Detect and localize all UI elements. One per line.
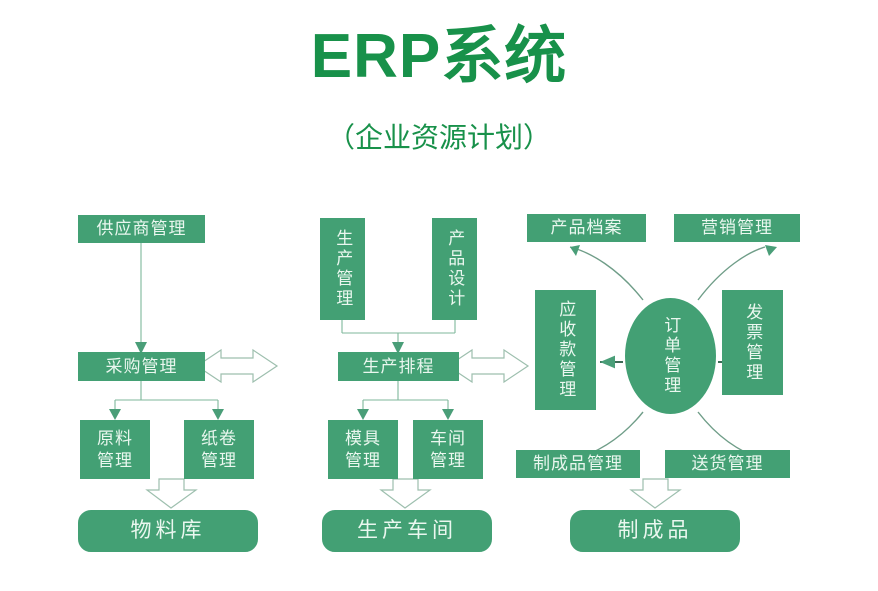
node-mold-mgmt[interactable]: 模具管理 <box>328 420 398 479</box>
node-product-design[interactable]: 产品设计 <box>432 218 477 320</box>
node-label: 供应商管理 <box>96 219 187 239</box>
node-production-schedule[interactable]: 生产排程 <box>338 352 459 381</box>
node-label: 应收款管理 <box>556 300 576 400</box>
page-title: ERP系统 <box>310 22 568 91</box>
node-label: 生产排程 <box>362 356 435 376</box>
node-receivable-mgmt[interactable]: 应收款管理 <box>535 290 596 410</box>
node-label: 纸卷管理 <box>201 429 237 470</box>
node-paper-roll-mgmt[interactable]: 纸卷管理 <box>184 420 254 479</box>
node-product-archive[interactable]: 产品档案 <box>527 214 646 242</box>
node-label: 产品档案 <box>550 218 623 238</box>
node-delivery-mgmt[interactable]: 送货管理 <box>665 450 790 478</box>
node-finished-goods-mgmt[interactable]: 制成品管理 <box>516 450 640 478</box>
node-production-mgmt[interactable]: 生产管理 <box>320 218 365 320</box>
node-label: 送货管理 <box>691 454 764 474</box>
node-purchase-mgmt[interactable]: 采购管理 <box>78 352 205 381</box>
node-workshop-mgmt[interactable]: 车间管理 <box>413 420 483 479</box>
node-marketing-mgmt[interactable]: 营销管理 <box>674 214 800 242</box>
node-label: 车间管理 <box>430 429 466 470</box>
node-order-mgmt[interactable]: 订单管理 <box>625 298 716 414</box>
node-label: 物料库 <box>130 518 206 542</box>
node-label: 制成品 <box>617 518 693 542</box>
node-finished-products[interactable]: 制成品 <box>570 510 740 552</box>
node-label: 发票管理 <box>743 302 763 383</box>
node-raw-material-mgmt[interactable]: 原料管理 <box>80 420 150 479</box>
node-label: 产品设计 <box>445 229 465 309</box>
node-label: 原料管理 <box>97 429 133 470</box>
node-label: 制成品管理 <box>533 454 623 474</box>
node-production-workshop[interactable]: 生产车间 <box>322 510 492 552</box>
node-label: 生产车间 <box>357 518 457 542</box>
node-label: 营销管理 <box>701 218 773 238</box>
node-label: 生产管理 <box>333 229 353 309</box>
node-invoice-mgmt[interactable]: 发票管理 <box>722 290 783 395</box>
node-label: 采购管理 <box>105 356 178 376</box>
node-label: 订单管理 <box>661 316 681 396</box>
node-material-warehouse[interactable]: 物料库 <box>78 510 258 552</box>
node-supplier-mgmt[interactable]: 供应商管理 <box>78 215 205 243</box>
page-subtitle: （企业资源计划） <box>326 122 551 153</box>
node-label: 模具管理 <box>345 429 381 470</box>
